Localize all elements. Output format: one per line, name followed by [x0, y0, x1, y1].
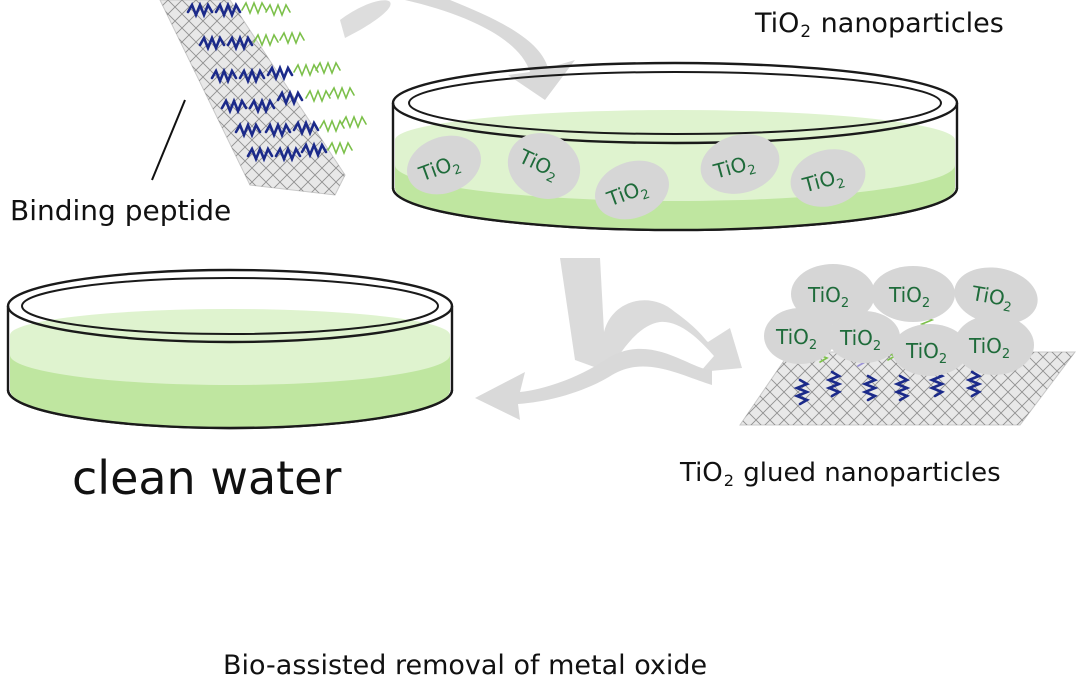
tio2-prefix: TiO	[755, 8, 800, 39]
svg-text:TiO2: TiO2	[807, 283, 849, 311]
svg-text:TiO2: TiO2	[775, 325, 817, 353]
functionalized-strip	[151, 0, 367, 196]
nanoparticle-icon: TiO2	[595, 160, 669, 220]
curved-arrow-icon	[560, 258, 742, 372]
nanoparticle-icon: TiO2	[407, 135, 481, 195]
petri-dish-icon	[6, 268, 454, 430]
particle-label-subscript: 2	[841, 296, 849, 311]
clean-water-label: clean water	[72, 451, 342, 505]
glued-subscript: 2	[723, 470, 735, 490]
particle-label-subscript: 2	[873, 339, 881, 354]
nanoparticle-icon: TiO2	[954, 315, 1034, 375]
particle-label-subscript: 2	[922, 296, 930, 311]
nanoparticle-icon: TiO2	[507, 133, 581, 199]
tio2-subscript: 2	[800, 20, 812, 41]
glued-nanoparticle-surface: TiO2 TiO2 TiO2 TiO2 TiO2 TiO2 TiO2	[739, 264, 1077, 426]
nanoparticle-icon: TiO2	[700, 134, 780, 194]
particle-label: TiO	[969, 281, 1007, 311]
particle-label: TiO	[888, 283, 922, 307]
binding-peptide-label: Binding peptide	[10, 194, 232, 227]
nanoparticle-icon: TiO2	[791, 264, 875, 324]
tio2-nanoparticles-label: TiO2 nanoparticles	[755, 10, 1004, 39]
particle-label: TiO	[775, 325, 809, 349]
svg-text:TiO2: TiO2	[968, 281, 1014, 316]
curved-arrow-icon	[340, 0, 575, 100]
particle-label: TiO	[839, 326, 873, 350]
glued-nanoparticles-label: TiO2 glued nanoparticles	[680, 460, 1001, 489]
svg-text:TiO2: TiO2	[905, 339, 947, 367]
particle-label: TiO	[807, 283, 841, 307]
nanoparticle-icon: TiO2	[954, 267, 1038, 325]
nanoparticle-icon: TiO2	[871, 266, 955, 322]
nanoparticle-icon: TiO2	[790, 149, 866, 207]
nanoparticle-icon: TiO2	[764, 308, 836, 364]
svg-text:TiO2: TiO2	[968, 334, 1010, 362]
nanoparticle-icon: TiO2	[892, 324, 968, 376]
curved-arrow-icon	[475, 348, 712, 420]
particle-label: TiO	[968, 334, 1002, 358]
particle-label-subscript: 2	[1002, 347, 1010, 362]
glued-prefix: TiO	[680, 458, 723, 488]
particle-label-subscript: 2	[1002, 300, 1013, 316]
particle-label-subscript: 2	[835, 176, 847, 193]
glued-suffix: glued nanoparticles	[735, 458, 1001, 488]
binding-peptide-pointer	[151, 99, 186, 181]
particle-label-subscript: 2	[746, 162, 758, 179]
petri-dish-icon	[391, 61, 959, 232]
particle-label-subscript: 2	[939, 352, 947, 367]
nanoparticle-group-dish: TiO2 TiO2 TiO2 TiO2 TiO2	[407, 133, 866, 220]
nanoparticle-icon: TiO2	[828, 311, 900, 363]
particle-label-subscript: 2	[809, 338, 817, 353]
svg-text:TiO2: TiO2	[888, 283, 930, 311]
tio2-suffix: nanoparticles	[812, 8, 1004, 39]
svg-text:TiO2: TiO2	[839, 326, 881, 354]
particle-label: TiO	[905, 339, 939, 363]
